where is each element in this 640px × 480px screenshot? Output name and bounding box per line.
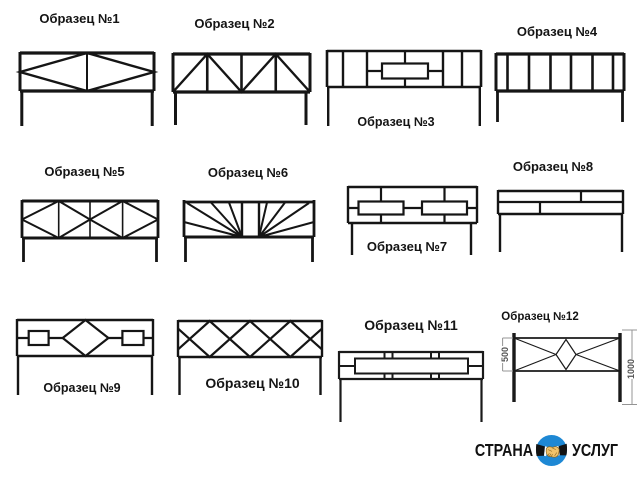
svg-text:500: 500 <box>500 347 510 362</box>
svg-text:1000: 1000 <box>626 359 636 379</box>
